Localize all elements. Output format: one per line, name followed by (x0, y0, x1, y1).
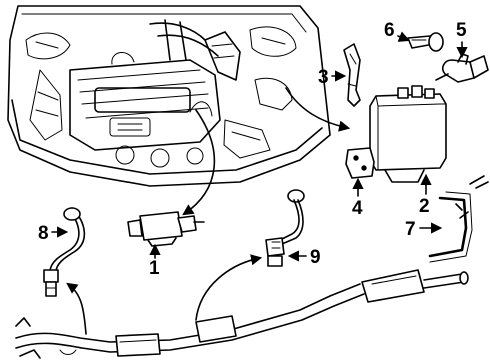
callout-2: 2 (419, 173, 432, 217)
callout-8: 8 (38, 223, 69, 244)
leader-arrows (66, 87, 351, 335)
exhaust-system (15, 269, 469, 359)
oxygen-sensor-left (43, 207, 86, 297)
callout-5: 5 (456, 20, 468, 59)
canister-hose (428, 175, 489, 263)
callout-7-label: 7 (405, 219, 416, 240)
callout-6-label: 6 (384, 20, 395, 41)
callout-4-label: 4 (352, 198, 363, 219)
callout-1-label: 1 (149, 258, 160, 279)
callout-5-label: 5 (456, 20, 467, 41)
engine-compartment (7, 5, 331, 187)
mounting-clip (345, 147, 375, 179)
callout-3-label: 3 (318, 67, 329, 88)
purge-valve (435, 53, 489, 83)
sensor-part-1 (127, 211, 205, 247)
callout-8-label: 8 (38, 223, 49, 244)
callout-9-label: 9 (310, 247, 321, 268)
callout-7: 7 (405, 219, 443, 240)
charcoal-canister (369, 85, 447, 183)
canister-bracket (343, 43, 361, 107)
callout-9: 9 (287, 247, 321, 268)
callout-6: 6 (384, 20, 411, 42)
callout-3: 3 (318, 67, 347, 88)
callout-2-label: 2 (419, 196, 430, 217)
callout-1: 1 (149, 243, 161, 279)
hose-fitting (407, 32, 444, 52)
oxygen-sensor-right (265, 189, 305, 267)
callout-4: 4 (352, 177, 364, 219)
